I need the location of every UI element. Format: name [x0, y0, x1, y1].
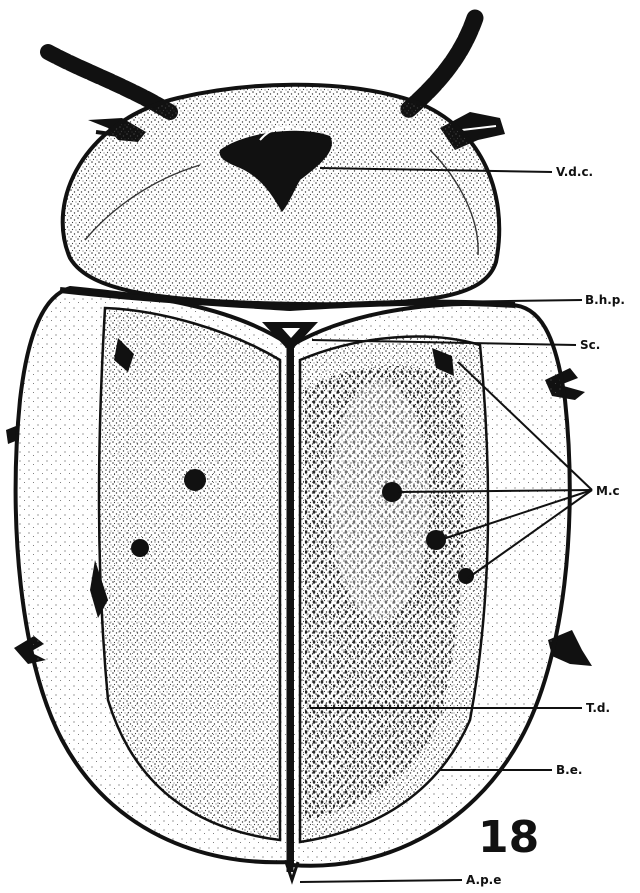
label-be: B.e. [556, 763, 582, 777]
pronotum [63, 85, 500, 304]
label-vdc: V.d.c. [556, 165, 593, 179]
label-mc: M.c [596, 484, 620, 498]
label-bhp: B.h.p. [585, 293, 625, 307]
left-elytron [16, 288, 290, 862]
right-elytron [292, 304, 570, 866]
figure-number: 18 [478, 812, 539, 863]
label-td: T.d. [586, 701, 610, 715]
label-sc: Sc. [580, 338, 600, 352]
label-ape: A.p.e [466, 873, 501, 887]
